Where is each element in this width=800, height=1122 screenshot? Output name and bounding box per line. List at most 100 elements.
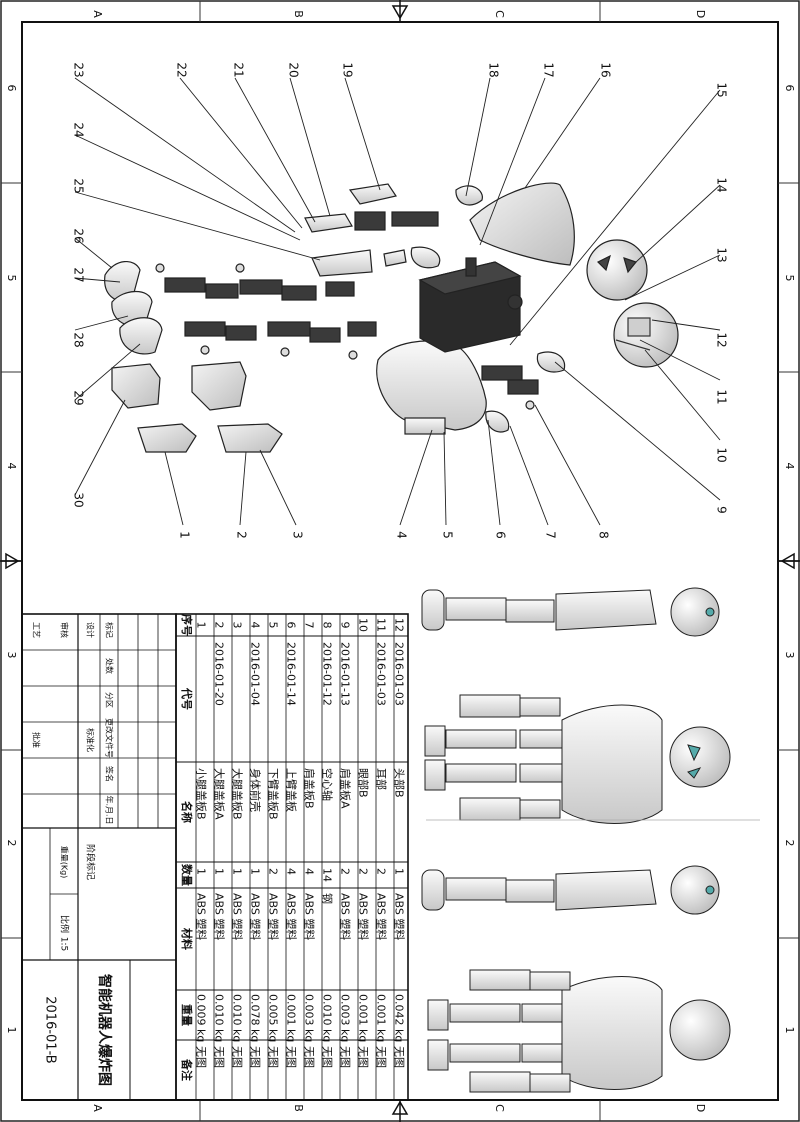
callout-7: 7 <box>544 531 558 539</box>
arm-chain-bottom <box>184 321 377 360</box>
bom-weight: 0.078 kg <box>249 994 262 1042</box>
ortho-side-view-1 <box>421 587 720 637</box>
center-mark-left <box>0 552 22 570</box>
callout-12: 12 <box>715 332 729 347</box>
bom-qty: 1 <box>393 868 406 875</box>
callout-9: 9 <box>715 506 729 514</box>
exploded-view <box>74 77 721 526</box>
ortho-back-view <box>427 969 731 1093</box>
bom-name: 身体前壳 <box>249 768 263 812</box>
revision-header: 签名 <box>105 766 115 782</box>
bom-weight: 0.010 kg <box>321 994 334 1042</box>
bom-code: 2016-01-03 <box>375 642 388 706</box>
callout-29: 29 <box>72 390 86 405</box>
body-back-shell <box>469 182 575 266</box>
bom-qty: 14 <box>321 868 334 882</box>
signoff-approve: 批准 <box>32 732 42 748</box>
bom-no: 6 <box>285 622 298 629</box>
bom-note: 无图 <box>285 1046 298 1068</box>
bom-weight: 0.001 kg <box>375 994 388 1042</box>
bom-no: 11 <box>375 618 388 632</box>
bom-weight: 0.003 kg <box>303 994 316 1042</box>
callout-1: 1 <box>178 531 192 539</box>
bom-material: ABS 塑料 <box>375 893 389 940</box>
bom-material: ABS 塑料 <box>267 893 281 940</box>
leader-lines <box>74 77 721 526</box>
callout-15: 15 <box>715 82 729 97</box>
bom-material: ABS 塑料 <box>357 893 371 940</box>
bom-name: 空心轴 <box>321 768 335 801</box>
bom-code: 2016-01-20 <box>213 642 226 706</box>
leg-shells <box>111 361 283 453</box>
bom-name: 大腿盖板B <box>231 768 245 820</box>
bom-weight: 0.010 kg <box>231 994 244 1042</box>
zone-row-left: 5 <box>5 275 18 282</box>
bom-no: 2 <box>213 622 226 629</box>
ortho-side-view-2 <box>421 865 720 915</box>
bom-name: 肩盖板A <box>339 768 353 809</box>
zone-row-right: 6 <box>783 85 796 92</box>
zone-col-top: B <box>292 10 305 18</box>
bom-weight: 0.010 kg <box>213 994 226 1042</box>
callout-22: 22 <box>175 62 189 77</box>
zone-col-bottom: C <box>493 1104 506 1112</box>
bom-material: ABS 塑料 <box>285 893 299 940</box>
scale-value: 1:5 <box>59 937 69 951</box>
callout-23: 23 <box>72 62 86 77</box>
bom-code: 2016-01-14 <box>285 642 298 706</box>
revision-header: 更改文件号 <box>105 718 115 758</box>
bom-name: 肩盖板B <box>303 768 317 809</box>
scale-label: 比例 <box>59 915 71 933</box>
callout-21: 21 <box>232 62 246 77</box>
zone-row-left: 3 <box>5 652 18 659</box>
zone-row-right: 3 <box>783 652 796 659</box>
bom-header: 名称 <box>180 801 194 823</box>
bom-name: 上臂盖板 <box>285 768 299 812</box>
torso-box <box>418 257 523 353</box>
bom-header: 序号 <box>180 614 194 636</box>
zone-row-left: 2 <box>5 840 18 847</box>
bom-no: 3 <box>231 622 244 629</box>
callout-11: 11 <box>715 389 729 404</box>
bom-note: 无图 <box>357 1046 370 1068</box>
zone-row-left: 1 <box>5 1027 18 1034</box>
zone-col-bottom: A <box>91 1104 104 1112</box>
callout-16: 16 <box>599 62 613 77</box>
callout-2: 2 <box>235 531 249 539</box>
bom-material: ABS 塑料 <box>195 893 209 940</box>
bom-qty: 1 <box>249 868 262 875</box>
bom-no: 9 <box>339 622 352 629</box>
stage-label: 阶段标记 <box>85 844 97 880</box>
bom-no: 4 <box>249 622 262 629</box>
bom-note: 无图 <box>249 1046 262 1068</box>
callout-17: 17 <box>542 62 556 77</box>
bom-no: 5 <box>267 622 280 629</box>
callout-14: 14 <box>715 177 729 192</box>
center-mark-right <box>778 552 800 570</box>
ortho-views <box>421 587 760 1093</box>
callout-4: 4 <box>395 531 409 539</box>
zone-col-bottom: B <box>292 1104 305 1112</box>
hand-stack <box>104 261 163 355</box>
bom-note: 无图 <box>267 1046 280 1068</box>
zone-row-right: 2 <box>783 840 796 847</box>
callout-26: 26 <box>72 228 86 243</box>
drawing-title: 智能机器人爆炸图 <box>96 973 113 1086</box>
bom-material: ABS 塑料 <box>231 893 245 940</box>
zone-row-left: 6 <box>5 85 18 92</box>
bom-header: 代号 <box>180 687 194 710</box>
bom-name: 大腿盖板A <box>213 768 227 820</box>
arm-chain-top <box>155 263 355 301</box>
signoff-process: 工艺 <box>32 622 41 638</box>
